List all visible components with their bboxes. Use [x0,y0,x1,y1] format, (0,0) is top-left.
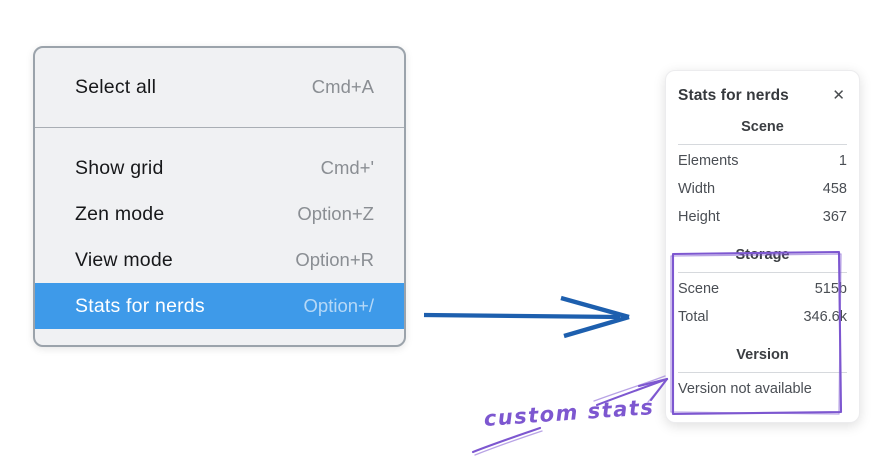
stat-label: Elements [678,153,739,169]
menu-item-label: Stats for nerds [75,294,205,317]
stat-label: Scene [678,281,720,297]
stats-panel: Stats for nerds ✕ Scene Elements 1 Width… [665,70,860,423]
menu-item-shortcut: Option+/ [303,295,374,316]
stat-row-height: Height 367 [678,203,847,231]
version-note: Version not available [678,381,812,397]
stat-row-scene-storage: Scene 515b [678,275,847,303]
stat-value: 346.6k [803,309,847,325]
stat-value: 515b [814,281,847,297]
stat-row-width: Width 458 [678,175,847,203]
stat-value: 458 [822,181,847,197]
divider [678,144,847,145]
stat-label: Width [678,181,716,197]
menu-item-label: Show grid [75,156,164,179]
divider [678,372,847,373]
annotation-label: custom stats [483,395,655,431]
menu-item-shortcut: Cmd+A [311,76,374,97]
annotation-arrow-icon [471,375,669,456]
menu-item-label: Select all [75,75,157,98]
menu-item-zen-mode[interactable]: Zen mode Option+Z [35,191,404,237]
divider [678,272,847,273]
menu-item-stats-for-nerds[interactable]: Stats for nerds Option+/ [35,283,404,329]
stats-panel-title: Stats for nerds [678,86,789,104]
menu-item-label: Zen mode [75,202,165,225]
menu-item-label: View mode [75,248,173,271]
menu-item-select-all[interactable]: Select all Cmd+A [35,64,404,110]
section-heading-scene: Scene [741,119,784,135]
menu-item-view-mode[interactable]: View mode Option+R [35,237,404,283]
stats-panel-header: Stats for nerds ✕ [678,86,847,105]
stat-row-total-storage: Total 346.6k [678,303,847,331]
context-menu: Select all Cmd+A Show grid Cmd+' Zen mod… [33,46,406,347]
menu-separator [35,127,404,128]
section-heading-version: Version [736,347,789,363]
stat-value: 367 [822,209,847,225]
pointer-arrow-icon [423,295,630,339]
stat-row-elements: Elements 1 [678,147,847,175]
stat-label: Total [678,309,709,325]
menu-item-shortcut: Cmd+' [320,157,374,178]
stat-value: 1 [838,153,847,169]
menu-item-shortcut: Option+Z [297,203,374,224]
menu-item-show-grid[interactable]: Show grid Cmd+' [35,145,404,191]
close-icon[interactable]: ✕ [832,87,845,104]
stat-label: Height [678,209,720,225]
menu-item-shortcut: Option+R [295,249,374,270]
section-heading-storage: Storage [735,247,790,263]
